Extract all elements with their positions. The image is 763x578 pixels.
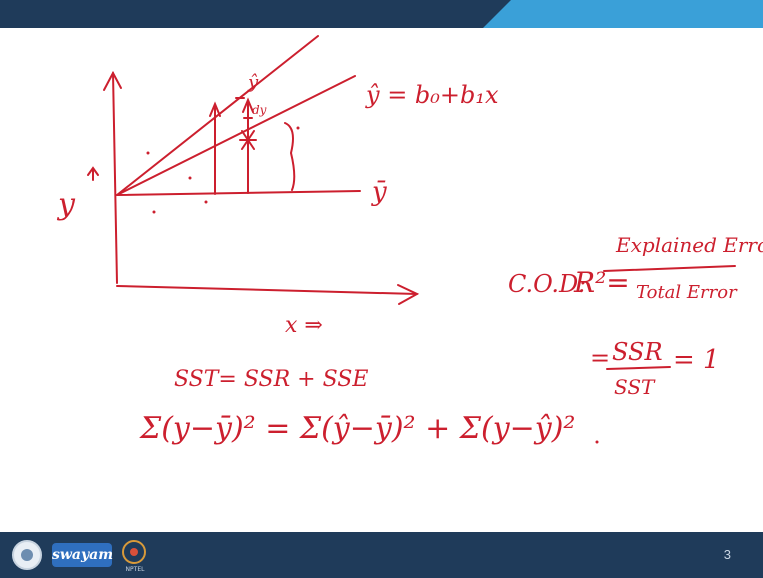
- data-point-star: [239, 130, 257, 150]
- nptel-logo-text: NPTEL: [125, 566, 145, 573]
- ssr-fraction-bar: [606, 366, 671, 370]
- x-axis-arrowhead: [397, 284, 420, 305]
- regression-line: [116, 75, 356, 196]
- deviation-bracket: [284, 122, 296, 191]
- y-axis-label: y: [56, 187, 76, 222]
- top-banner: [0, 0, 763, 28]
- regression-equation: ŷ = b₀+b₁x: [365, 81, 499, 109]
- equals-one: = 1: [673, 345, 720, 375]
- deviation-total: [209, 101, 221, 195]
- nptel-logo-icon: [122, 540, 146, 564]
- y-label-arrow: [87, 166, 99, 181]
- footer-bar: swayam NPTEL 3: [0, 532, 763, 578]
- fraction-bar: [603, 265, 736, 272]
- sum-of-squares-formula: Σ(y−ȳ)² = Σ(ŷ−ȳ)² + Σ(y−ŷ)²: [139, 411, 575, 446]
- top-banner-accent: [483, 0, 763, 28]
- upper-line: [116, 35, 319, 196]
- x-axis: [116, 285, 418, 295]
- institute-logo-icon: [12, 540, 42, 570]
- x-axis-label: x ⇒: [285, 313, 323, 338]
- sst-denominator: SST: [614, 375, 656, 399]
- ratio-equals: =: [590, 344, 610, 372]
- yhat-label: ŷ: [247, 72, 259, 93]
- scatter-point: [296, 126, 300, 130]
- y-axis: [112, 72, 118, 284]
- scatter-point: [152, 210, 156, 214]
- cod-label: C.O.D:: [508, 270, 586, 298]
- scatter-point: [204, 200, 208, 204]
- small-tick-mark: [235, 97, 253, 119]
- ybar-label: ȳ: [371, 177, 387, 207]
- page-number: 3: [723, 547, 731, 562]
- scatter-point: [146, 151, 150, 155]
- r-squared-label: R²=: [573, 266, 630, 299]
- whiteboard: y x ⇒ ŷ dy ŷ = b₀+b₁x ȳ C.O.D: R²= Expla…: [0, 28, 763, 532]
- handwritten-notes: y x ⇒ ŷ dy ŷ = b₀+b₁x ȳ C.O.D: R²= Expla…: [56, 35, 763, 446]
- y-axis-arrowhead: [103, 70, 122, 91]
- total-error: Total Error: [636, 282, 738, 303]
- swayam-logo: swayam: [52, 543, 113, 567]
- explained-error: Explained Error: [615, 233, 763, 257]
- deviation-explained: [242, 97, 254, 194]
- scatter-point: [188, 176, 192, 180]
- ssr-numerator: SSR: [612, 338, 663, 366]
- sst-decomposition: SST= SSR + SSE: [174, 367, 368, 392]
- mean-line: [116, 190, 361, 196]
- scatter-point: [595, 440, 599, 444]
- dy-label: dy: [252, 103, 267, 117]
